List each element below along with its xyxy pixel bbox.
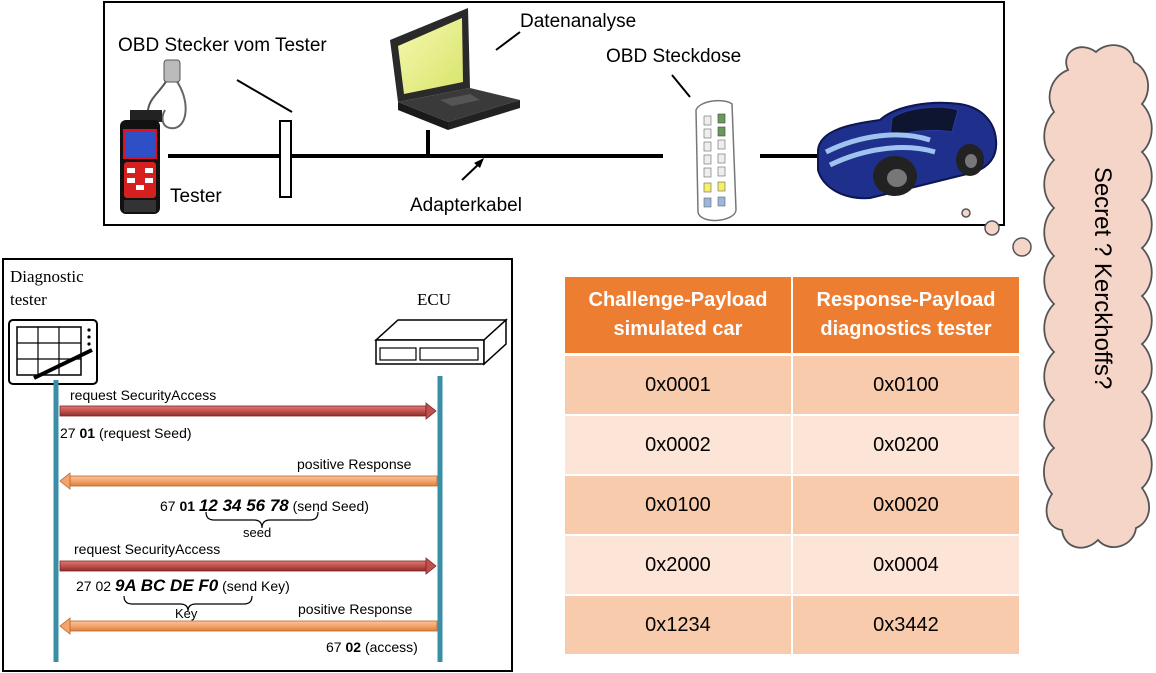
thought-dot-large xyxy=(1012,237,1032,257)
msg3-payload: 27 02 9A BC DE F0 (send Key) xyxy=(76,577,290,594)
thought-dot-small xyxy=(961,208,971,218)
msg1-title: request SecurityAccess xyxy=(70,387,217,403)
msg4-bold: 02 xyxy=(345,639,362,655)
obd-plug-label: OBD Stecker vom Tester xyxy=(118,35,327,56)
msg2-prefix: 67 xyxy=(160,498,176,514)
thought-dot-medium xyxy=(984,220,1000,236)
msg4-payload: 67 02 (access) xyxy=(326,640,418,654)
obd-socket-label: OBD Steckdose xyxy=(606,46,742,67)
tester-label-line1: Diagnostic xyxy=(10,267,84,286)
challenge-cell: 0x1234 xyxy=(563,594,793,656)
ecu-label: ECU xyxy=(417,290,451,309)
header-response-line1: Response-Payload xyxy=(816,289,996,311)
thought-cloud-text: Secret ? Kerckhoffs? xyxy=(1089,166,1116,390)
laptop-icon xyxy=(390,8,520,130)
datenanalyse-label: Datenanalyse xyxy=(520,11,637,32)
msg2-bold: 01 xyxy=(179,498,196,514)
diagnostic-tester-icon xyxy=(8,319,98,385)
response-cell: 0x0004 xyxy=(790,534,1022,596)
header-response-line2: diagnostics tester xyxy=(820,318,992,340)
car-icon xyxy=(817,101,998,200)
adapter-cable-label: Adapterkabel xyxy=(410,195,522,216)
header-challenge-line1: Challenge-Payload xyxy=(588,289,768,311)
msg2-title: positive Response xyxy=(297,456,412,472)
challenge-cell: 0x2000 xyxy=(563,534,793,596)
msg4-prefix: 67 xyxy=(326,639,342,655)
msg2-suffix: (send Seed) xyxy=(292,498,369,514)
response-cell: 0x0200 xyxy=(790,414,1022,476)
table-row: 0x2000 0x0004 xyxy=(563,534,1022,596)
response-cell: 0x3442 xyxy=(790,594,1022,656)
challenge-cell: 0x0001 xyxy=(563,353,793,416)
msg4-suffix: (access) xyxy=(364,639,418,655)
challenge-cell: 0x0100 xyxy=(563,474,793,536)
msg1-suffix: (request Seed) xyxy=(98,425,192,441)
msg2-payload: 67 01 12 34 56 78 (send Seed) xyxy=(160,497,369,514)
obd-plug-connector xyxy=(279,120,292,198)
msg3-arrow xyxy=(59,557,437,575)
seed-brace-label: seed xyxy=(243,525,272,540)
tester-label: Tester xyxy=(170,186,222,207)
tester-device-icon xyxy=(120,59,187,214)
response-cell: 0x0020 xyxy=(790,474,1022,536)
key-brace xyxy=(123,595,253,612)
datenanalyse-pointer xyxy=(495,31,521,51)
msg4-arrow xyxy=(59,617,438,635)
table-row: 0x1234 0x3442 xyxy=(563,594,1022,656)
msg4-title: positive Response xyxy=(298,601,413,617)
header-challenge: Challenge-Payload simulated car xyxy=(563,275,793,356)
msg1-prefix: 27 xyxy=(60,425,76,441)
header-challenge-line2: simulated car xyxy=(613,318,743,340)
msg2-arrow xyxy=(59,472,438,490)
table-row: 0x0100 0x0020 xyxy=(563,474,1022,536)
header-response: Response-Payload diagnostics tester xyxy=(790,275,1022,356)
msg1-payload: 27 01 (request Seed) xyxy=(60,426,192,440)
msg3-title: request SecurityAccess xyxy=(74,541,221,557)
obd-plug-pointer xyxy=(236,79,293,113)
obd-socket-icon xyxy=(695,99,737,222)
challenge-cell: 0x0002 xyxy=(563,414,793,476)
socket-pointer xyxy=(671,74,691,98)
msg1-bold: 01 xyxy=(79,425,96,441)
ecu-icon xyxy=(374,318,508,366)
msg3-prefix: 27 02 xyxy=(76,578,112,594)
payload-table-header: Challenge-Payload simulated car Response… xyxy=(563,275,1022,356)
msg2-seed-value: 12 34 56 78 xyxy=(198,496,289,515)
table-row: 0x0001 0x0100 xyxy=(563,353,1022,416)
thought-cloud xyxy=(1043,44,1153,549)
seed-brace xyxy=(205,511,319,529)
payload-table: Challenge-Payload simulated car Response… xyxy=(563,275,1022,656)
msg3-key-value: 9A BC DE F0 xyxy=(114,576,219,595)
table-row: 0x0002 0x0200 xyxy=(563,414,1022,476)
diagnostic-tester-label: Diagnostic tester xyxy=(10,265,84,311)
response-cell: 0x0100 xyxy=(790,353,1022,416)
msg1-arrow xyxy=(59,402,437,420)
tester-label-line2: tester xyxy=(10,290,47,309)
key-brace-label: Key xyxy=(175,606,198,621)
msg3-suffix: (send Key) xyxy=(222,578,290,594)
